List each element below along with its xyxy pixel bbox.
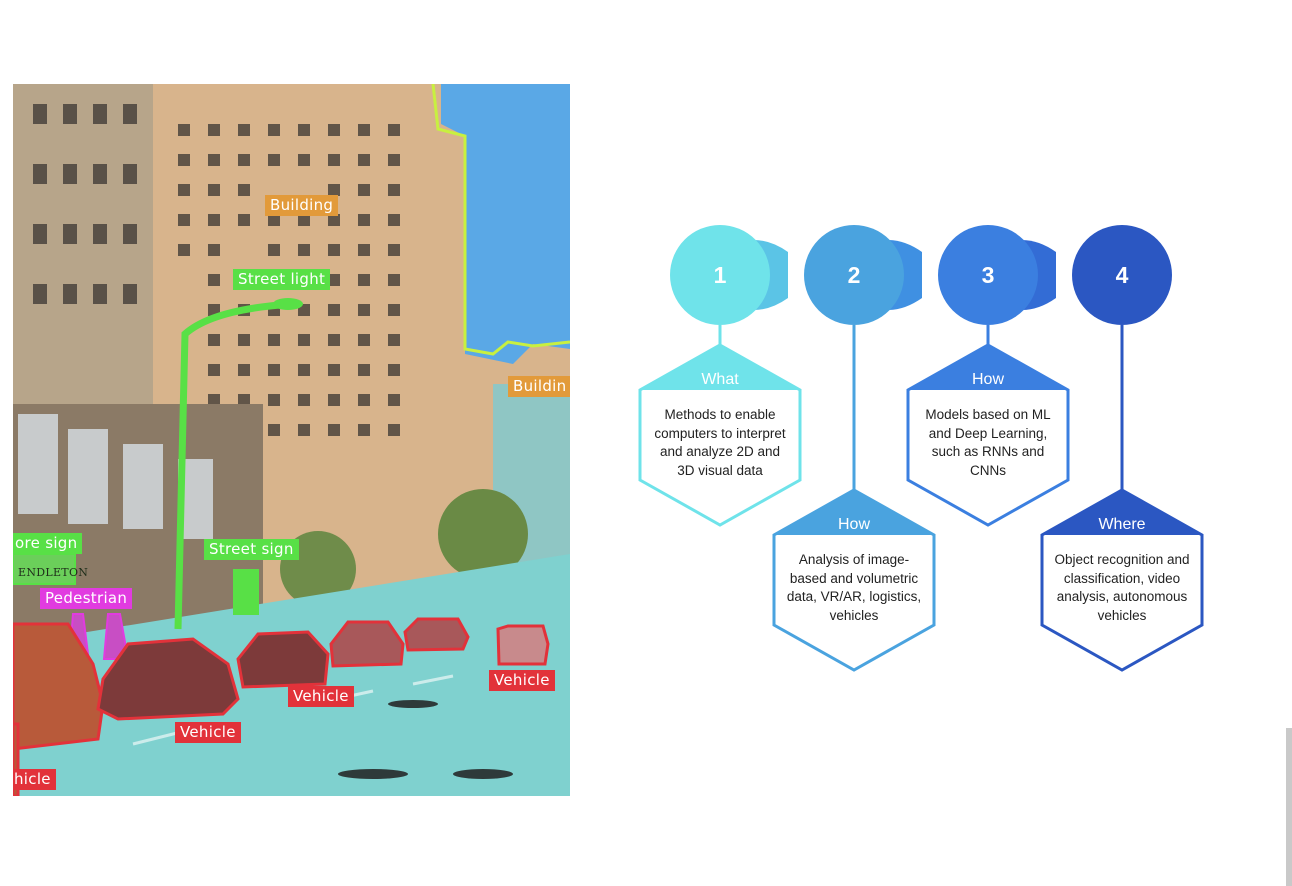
label-store-sign: ore sign [13,533,83,554]
store-sign-text: ENDLETON [18,566,89,579]
label-vehicle-left: Vehicle [175,722,241,743]
step-1-number: 1 [713,262,727,288]
label-vehicle-edge: hicle [13,769,56,790]
label-street-sign: Street sign [204,539,299,560]
step-2-number: 2 [847,262,861,288]
step-3-description: Models based on ML and Deep Learning, su… [925,407,1051,478]
step-4-hexagon [1040,488,1204,672]
step-1-title: What [701,371,739,388]
step-3-hexagon [906,343,1070,527]
step-4-circle [1072,225,1172,325]
label-street-light: Street light [233,269,331,290]
step-4-title: Where [1098,516,1146,533]
step-1-hexagon [638,343,802,527]
label-vehicle-right: Vehicle [489,670,555,691]
step-3-number: 3 [981,262,995,288]
scrollbar[interactable] [1286,728,1292,886]
label-building-right: Buildin [508,376,570,397]
step-2-circle [804,225,904,325]
step-2-hexagon [772,488,936,672]
segmentation-photo: Building Buildin Street light ore sign S… [13,84,570,796]
four-step-diagram: 1 2 3 4 What How How Where Methods to en… [620,200,1260,700]
step-4-number: 4 [1115,262,1129,288]
step-1-circle [670,225,770,325]
label-vehicle-center: Vehicle [288,686,354,707]
label-building: Building [265,195,339,216]
diagram-graphics [638,225,1204,672]
step-1-description: Methods to enable computers to interpret… [654,407,786,478]
step-2-title: How [837,516,870,533]
step-4-description: Object recognition and classification, v… [1054,552,1190,623]
label-pedestrian: Pedestrian [40,588,133,609]
step-3-circle [938,225,1038,325]
step-2-description: Analysis of image-based and volumetric d… [786,552,922,623]
step-3-title: How [971,371,1004,388]
